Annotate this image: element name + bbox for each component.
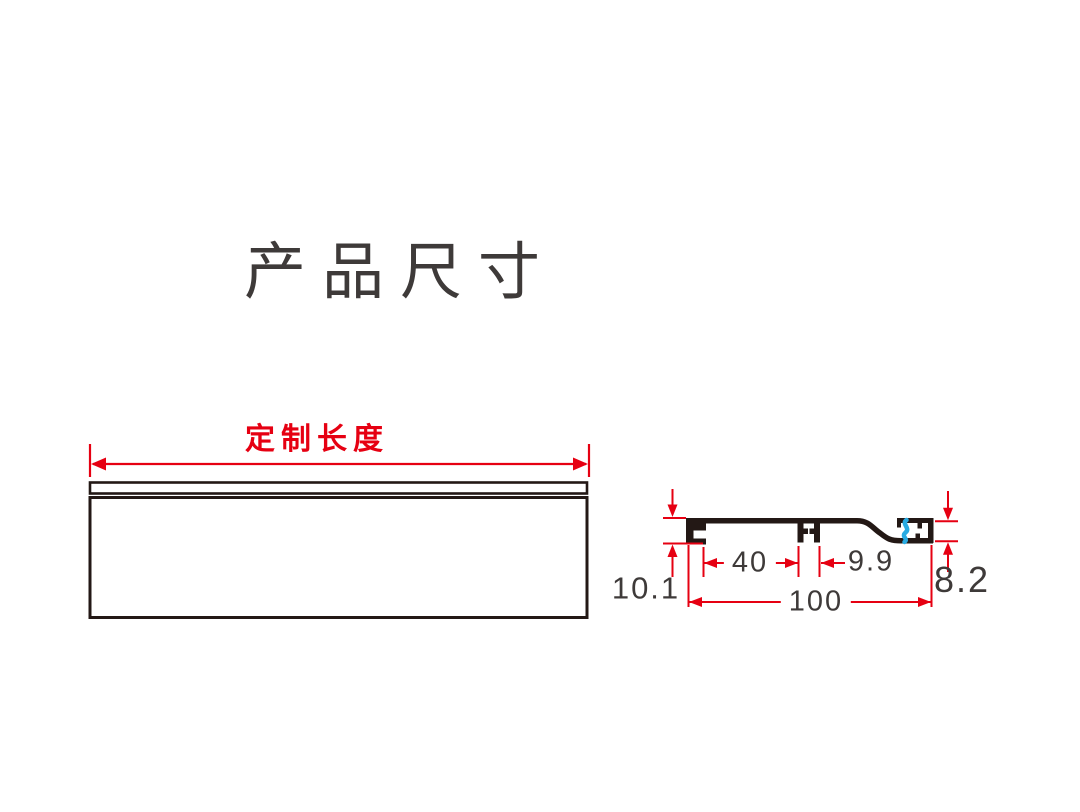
section-break-icon xyxy=(901,517,910,545)
groove-left-leg xyxy=(797,523,804,543)
box-top-wall xyxy=(897,518,932,523)
page-title: 产品尺寸 xyxy=(243,238,557,307)
arrowhead-left-icon xyxy=(91,457,106,471)
dimension-end-ticks xyxy=(88,444,591,477)
groove-right-tooth xyxy=(809,528,814,534)
box-inner-tooth-bottom xyxy=(915,533,920,541)
profile-left-hook xyxy=(686,518,706,545)
arrowhead-up-icon xyxy=(667,544,678,557)
arrowhead-up-icon xyxy=(943,542,953,555)
arrowhead-down-icon xyxy=(943,507,953,521)
profile-cross-section xyxy=(663,489,958,607)
profile-plate-and-curve xyxy=(686,518,933,544)
dimension-value-10-1: 10.1 xyxy=(611,570,681,606)
arrowhead-right-icon xyxy=(785,558,798,568)
dimension-value-40: 40 xyxy=(723,548,777,578)
arrowhead-left-icon xyxy=(704,558,717,568)
dimension-value-8-2: 8.2 xyxy=(933,559,991,600)
arrowhead-down-icon xyxy=(667,504,678,517)
panel-top-strip xyxy=(88,481,589,495)
arrowhead-right-icon xyxy=(573,457,588,471)
groove-left-tooth xyxy=(803,528,808,534)
box-inner-tooth-top xyxy=(917,521,922,529)
panel-front-view xyxy=(88,444,591,619)
arrowhead-right-icon xyxy=(918,597,931,607)
arrowhead-left-icon xyxy=(689,597,702,607)
panel-body xyxy=(88,496,589,619)
profile-dimensions xyxy=(663,489,958,607)
dimension-value-100: 100 xyxy=(780,587,852,617)
box-top-lip xyxy=(897,518,901,528)
box-right-wall xyxy=(928,518,934,543)
dimension-value-9-9: 9.9 xyxy=(847,545,895,578)
profile-outline xyxy=(686,517,934,545)
custom-length-dimension xyxy=(88,444,591,477)
arrowhead-left-icon xyxy=(821,558,834,568)
groove-right-leg xyxy=(814,523,820,543)
custom-length-label: 定制长度 xyxy=(245,423,389,456)
